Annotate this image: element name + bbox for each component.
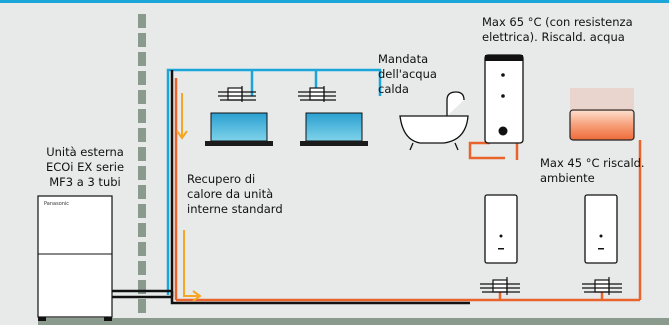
max-65-label: Max 65 °C (con resistenza elettrica). Ri… <box>482 15 633 44</box>
wall <box>138 14 146 313</box>
branch-box-2 <box>298 86 336 102</box>
outdoor-unit-label: Unità esterna ECOi EX serie MF3 a 3 tubi <box>45 145 125 189</box>
flow-arrow-right <box>183 230 202 302</box>
indoor-cassette-2 <box>300 112 368 146</box>
brand-mark: Panasonic <box>44 201 69 207</box>
bathtub-icon <box>399 91 469 151</box>
floor <box>38 318 669 325</box>
heat-recovery-label: Recupero di calore da unità interne stan… <box>187 172 283 216</box>
orange-pipe <box>174 78 642 302</box>
top-border <box>0 0 669 3</box>
branch-box-4 <box>582 277 622 295</box>
hot-water-supply-label: Mandata dell'acqua calda <box>378 52 437 96</box>
hydro-unit-2 <box>584 194 618 264</box>
indoor-cassette-1 <box>205 112 273 146</box>
branch-box-1 <box>218 86 256 102</box>
hot-water-tank <box>484 54 524 144</box>
outdoor-unit <box>37 195 113 321</box>
radiator-icon <box>569 88 635 141</box>
max-45-label: Max 45 °C riscald. ambiente <box>540 156 645 185</box>
black-pipe <box>112 70 470 305</box>
flow-arrow-down <box>176 93 188 140</box>
branch-box-3 <box>480 277 520 295</box>
hydro-unit-1 <box>484 194 518 264</box>
